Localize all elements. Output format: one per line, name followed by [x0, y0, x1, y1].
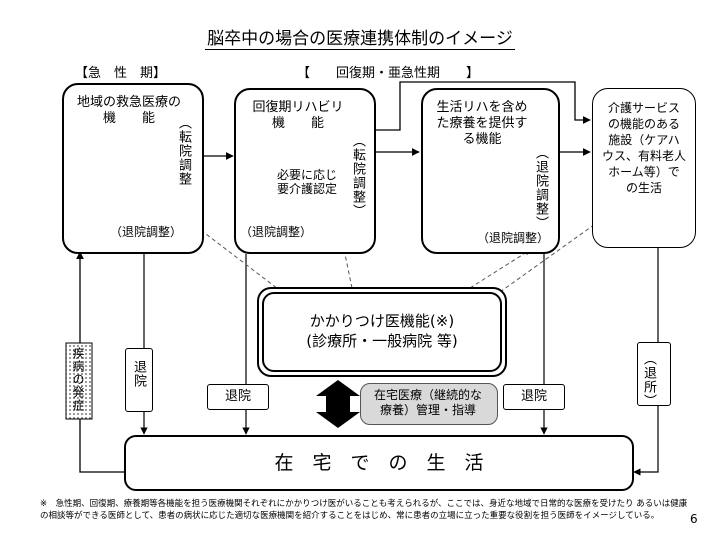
arrow-care-to-home [633, 248, 659, 476]
discharge-box-life [503, 384, 565, 410]
discharge-label-acute: 退院 [131, 360, 146, 388]
phase-acute-header: 【急 性 期】 [75, 66, 167, 81]
acute-transfer-adj-label: （転院調整 [176, 116, 191, 186]
onset-box [65, 342, 93, 420]
acute-care-box [62, 83, 204, 254]
care-services-box [592, 88, 696, 248]
home-life-label: 在 宅 で の 生 活 [274, 452, 484, 474]
arrow-onset [76, 251, 124, 473]
onset-label: 疾病の発症 [71, 347, 85, 412]
footnote: ※ 急性期、回復期、療養期等各機能を担う医療機関それぞれにかかりつけ医がいること… [40, 499, 688, 521]
home-medical-arrow [316, 380, 360, 428]
family-doctor-label: かかりつけ医機能(※) (診療所・一般病院 等) [306, 312, 458, 350]
rehab-discharge-adj-label: （退院調整） [239, 225, 312, 239]
discharge-label-life: 退院 [520, 389, 547, 404]
life-rehab-label: 生活リハを含め た療養を提供す る機能 [436, 100, 528, 147]
life-rehab-box [421, 88, 560, 254]
life-discharge-adj-vertical-label: （退院調整） [533, 146, 548, 230]
discharge-label-rehab: 退院 [224, 389, 251, 404]
acute-care-label: 地域の救急医療の 機 能 [76, 95, 181, 126]
dashed-fd-to-life [469, 249, 531, 289]
acute-discharge-adj-label: （退院調整） [109, 225, 182, 239]
phase-recovery-header: 【 回復期・亜急性期 】 [297, 66, 480, 81]
home-life-box [124, 435, 634, 491]
home-medical-label: 在宅医療（継続的な 療養）管理・指導 [373, 388, 482, 417]
rehab-label: 回復期リハビリ 機 能 [252, 100, 344, 131]
page-number: 6 [690, 512, 698, 526]
arrow-rehab-to-care [376, 81, 591, 131]
care-certification-label: 必要に応じ 要介護認定 [276, 168, 337, 196]
discharge-box-rehab [207, 384, 269, 410]
page-title: 脳卒中の場合の医療連携体制のイメージ [205, 29, 515, 50]
home-medical-callout [360, 383, 498, 425]
discharge-box-care [637, 342, 671, 406]
family-doctor-inner-box [262, 292, 502, 372]
care-services-label: 介護サービス の機能のある 施設（ケアハ ウス、有料老人 ホーム等）で の生活 [601, 101, 686, 195]
discharge-label-care: （退所） [641, 352, 656, 408]
life-discharge-adj-label: （退院調整） [476, 231, 549, 245]
rehab-transfer-adj-label: （転院調整） [350, 134, 365, 218]
discharge-box-acute [125, 348, 153, 412]
rehab-box [234, 88, 376, 254]
